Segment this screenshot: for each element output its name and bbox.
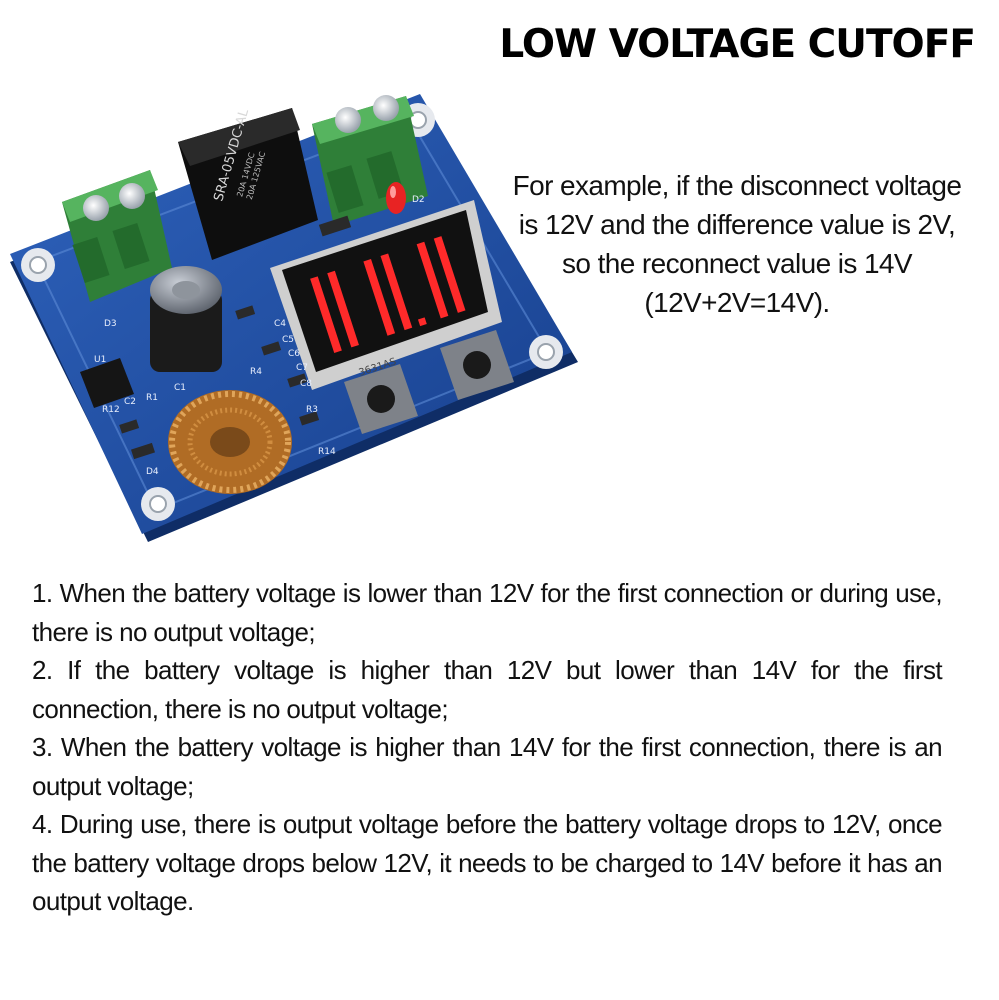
screw-terminal-input xyxy=(62,170,172,302)
display-digit xyxy=(363,253,413,336)
rule-item: 2. If the battery voltage is higher than… xyxy=(32,655,943,724)
silkscreen-label: R4 xyxy=(250,367,262,377)
silkscreen-label: C8 xyxy=(300,379,312,389)
toroid-inductor xyxy=(168,390,292,494)
mounting-hole-icon xyxy=(21,103,563,521)
silkscreen-label: C5 xyxy=(282,335,294,345)
silkscreen-label: C1 xyxy=(174,383,186,393)
silkscreen-label: U1 xyxy=(94,355,106,365)
silkscreen-label: R1 xyxy=(146,393,158,403)
silkscreen-label: C2 xyxy=(124,397,136,407)
example-line: is 12V and the difference value is 2V, xyxy=(518,209,956,240)
smd-components xyxy=(119,215,352,460)
silkscreen-label: D4 xyxy=(146,467,159,477)
rules-list: 1. When the battery voltage is lower tha… xyxy=(32,574,943,921)
status-led-icon xyxy=(386,182,406,214)
silkscreen-label: D3 xyxy=(104,319,117,329)
rule-item: 4. During use, there is output voltage b… xyxy=(32,809,943,916)
electrolytic-capacitor xyxy=(150,266,222,372)
example-explanation: For example, if the disconnect voltage i… xyxy=(492,166,982,322)
seven-segment-display: 3631AS xyxy=(270,200,502,390)
display-digit xyxy=(310,270,359,353)
silkscreen-label: R12 xyxy=(102,405,120,415)
silkscreen-label: R14 xyxy=(318,447,336,457)
silkscreen-label: C7 xyxy=(296,363,308,373)
rule-item: 1. When the battery voltage is lower tha… xyxy=(32,578,943,647)
rule-item: 3. When the battery voltage is higher th… xyxy=(32,732,943,801)
product-photo: SRA-05VDC-AL 20A 14VDC 20A 125VAC xyxy=(0,90,590,550)
silkscreen-label: C6 xyxy=(288,349,300,359)
example-line: (12V+2V=14V). xyxy=(644,287,830,318)
tactile-button xyxy=(440,330,514,400)
silkscreen-label: R3 xyxy=(306,405,318,415)
page-title: LOW VOLTAGE CUTOFF xyxy=(499,22,976,67)
decimal-point-icon xyxy=(417,317,427,327)
example-line: For example, if the disconnect voltage xyxy=(512,170,962,201)
silkscreen-label: D2 xyxy=(412,195,425,205)
display-digit xyxy=(416,236,466,319)
tactile-button xyxy=(344,364,418,434)
ic-chip xyxy=(80,358,134,408)
example-line: so the reconnect value is 14V xyxy=(562,248,913,279)
silkscreen-label: C4 xyxy=(274,319,286,329)
